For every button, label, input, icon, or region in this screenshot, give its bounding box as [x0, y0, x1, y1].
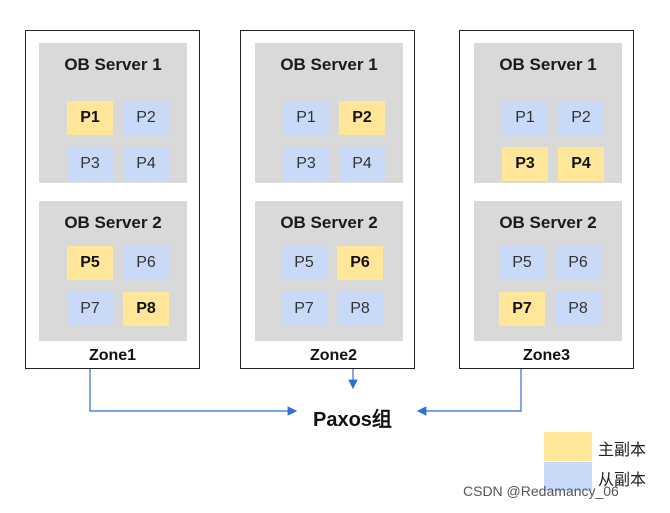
zone-label: Zone2 [309, 347, 358, 364]
paxos-group-label: Paxos组 [313, 409, 392, 431]
partition-p2: P2 [339, 101, 385, 135]
zone-3-server-1: OB Server 1 P1 P2 P3 P4 [474, 43, 622, 183]
zone-2-server-1: OB Server 1 P1 P2 P3 P4 [255, 43, 403, 183]
partition-p6: P6 [123, 246, 169, 280]
partition-p8: P8 [337, 292, 383, 326]
partition-p3: P3 [502, 147, 548, 181]
zone-1-server-1: OB Server 1 P1 P2 P3 P4 [39, 43, 187, 183]
partition-p8: P8 [123, 292, 169, 326]
partition-p1: P1 [67, 101, 113, 135]
zone-3: OB Server 1 P1 P2 P3 P4 OB Server 2 P5 P… [459, 30, 634, 369]
zone-2: OB Server 1 P1 P2 P3 P4 OB Server 2 P5 P… [240, 30, 415, 369]
partition-p7: P7 [281, 292, 327, 326]
watermark: CSDN @Redamancy_06 [463, 483, 619, 499]
legend-follower-swatch [544, 462, 592, 491]
partition-p7: P7 [67, 292, 113, 326]
partition-p4: P4 [339, 147, 385, 181]
partition-p5: P5 [499, 246, 545, 280]
legend-leader-label: 主副本 [598, 442, 647, 459]
partition-p5: P5 [281, 246, 327, 280]
partition-p3: P3 [67, 147, 113, 181]
server-title: OB Server 2 [499, 213, 597, 232]
zone-1-server-2: OB Server 2 P5 P6 P7 P8 [39, 201, 187, 341]
partition-p2: P2 [123, 101, 169, 135]
partition-p1: P1 [283, 101, 329, 135]
server-title: OB Server 1 [280, 55, 378, 74]
partition-p4: P4 [123, 147, 169, 181]
zone-label: Zone3 [522, 347, 571, 364]
legend-leader-swatch [544, 432, 592, 461]
partition-p3: P3 [283, 147, 329, 181]
server-title: OB Server 1 [64, 55, 162, 74]
zone-3-server-2: OB Server 2 P5 P6 P7 P8 [474, 201, 622, 341]
zone-2-server-2: OB Server 2 P5 P6 P7 P8 [255, 201, 403, 341]
partition-p4: P4 [558, 147, 604, 181]
server-title: OB Server 2 [280, 213, 378, 232]
partition-p5: P5 [67, 246, 113, 280]
zone-1: OB Server 1 P1 P2 P3 P4 OB Server 2 P5 P… [25, 30, 200, 369]
partition-p6: P6 [555, 246, 601, 280]
partition-p2: P2 [558, 101, 604, 135]
partition-p1: P1 [502, 101, 548, 135]
legend-follower-label: 从副本 [598, 472, 647, 489]
zone-label: Zone1 [88, 347, 137, 364]
server-title: OB Server 1 [499, 55, 597, 74]
partition-p6: P6 [337, 246, 383, 280]
partition-p7: P7 [499, 292, 545, 326]
partition-p8: P8 [555, 292, 601, 326]
server-title: OB Server 2 [64, 213, 162, 232]
